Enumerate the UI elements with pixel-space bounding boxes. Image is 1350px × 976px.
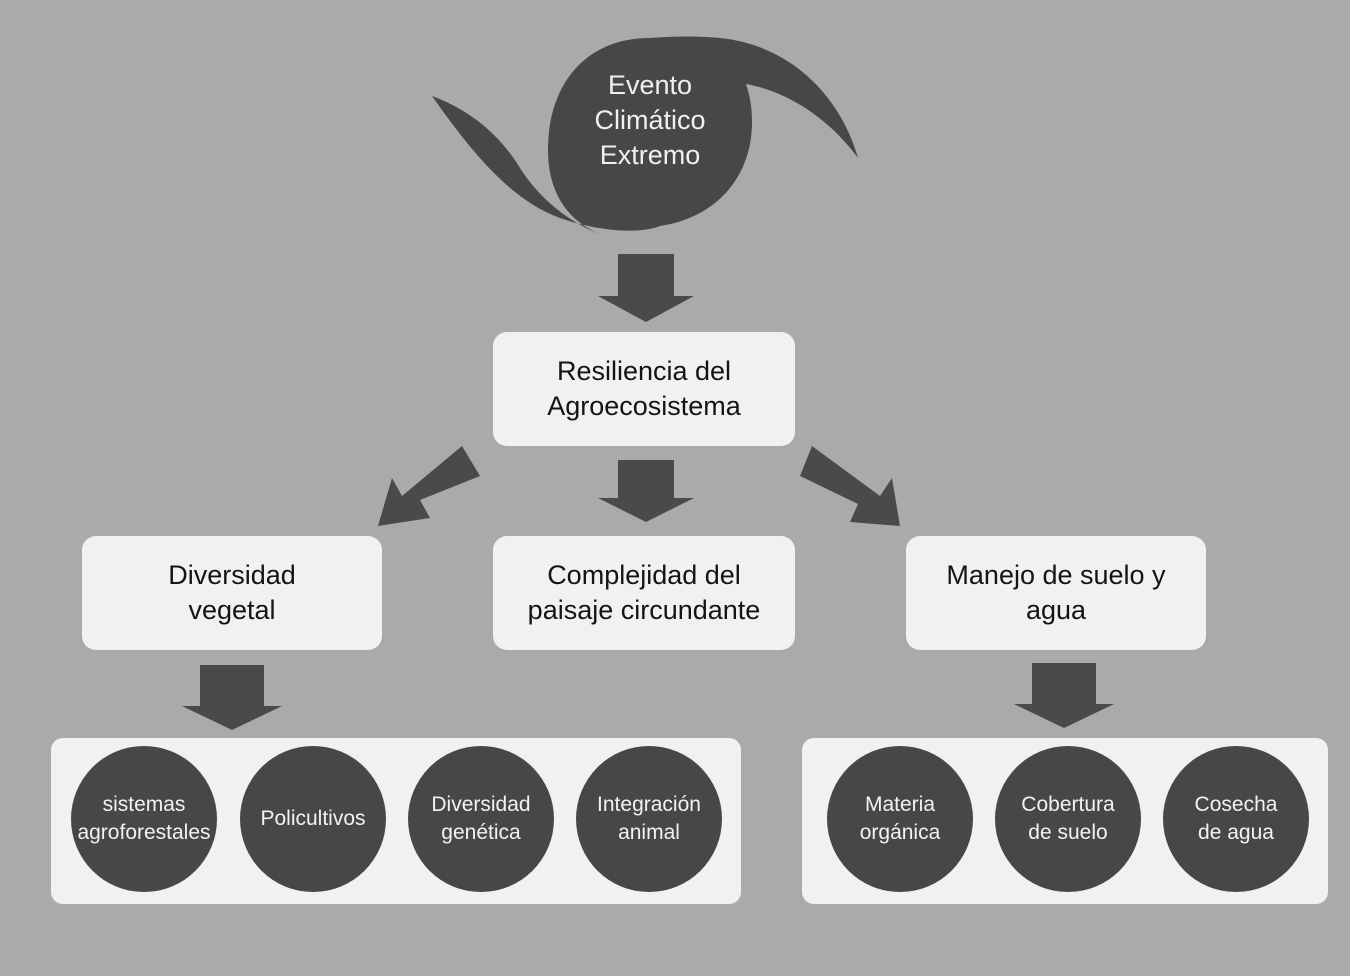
practice-label: Diversidad genética [431,793,531,844]
arrow-soil-water-to-practices [1014,663,1114,728]
practice-label: Cosecha de agua [1194,793,1278,844]
hurricane-icon [432,36,858,238]
practice-circle-water-harvesting: Cosecha de agua [1163,746,1309,892]
arrow-resilience-to-landscape [598,460,694,522]
resilience-label: Resiliencia del Agroecosistema [547,356,741,421]
arrow-storm-to-resilience [598,254,694,322]
practice-label: Materia orgánica [859,793,941,844]
practice-label: Integración animal [597,793,701,844]
practice-label: Policultivos [260,807,366,830]
soil-water-box: Manejo de suelo y agua [906,536,1206,650]
storm-label: Evento Climático Extremo [594,70,706,170]
arrow-resilience-to-plant-diversity [378,446,480,526]
arrow-resilience-to-soil-water [800,446,900,526]
resilience-box: Resiliencia del Agroecosistema [493,332,795,446]
plant-diversity-box: Diversidad vegetal [82,536,382,650]
practice-circle-organic-matter: Materia orgánica [827,746,973,892]
practice-circle-soil-cover: Cobertura de suelo [995,746,1141,892]
practice-circle-polycultures: Policultivos [240,746,386,892]
practice-circle-animal-integration: Integración animal [576,746,722,892]
landscape-complexity-box: Complejidad del paisaje circundante [493,536,795,650]
arrow-plant-diversity-to-practices [182,665,282,730]
practice-label: Cobertura de suelo [1021,793,1115,844]
plant-diversity-label: Diversidad vegetal [168,560,296,625]
landscape-complexity-label: Complejidad del paisaje circundante [527,560,761,625]
practice-circle-genetic-diversity: Diversidad genética [408,746,554,892]
practice-label: sistemas agroforestales [77,793,211,844]
practice-circle-agroforestry: sistemas agroforestales [71,746,217,892]
soil-water-label: Manejo de suelo y agua [946,560,1166,625]
